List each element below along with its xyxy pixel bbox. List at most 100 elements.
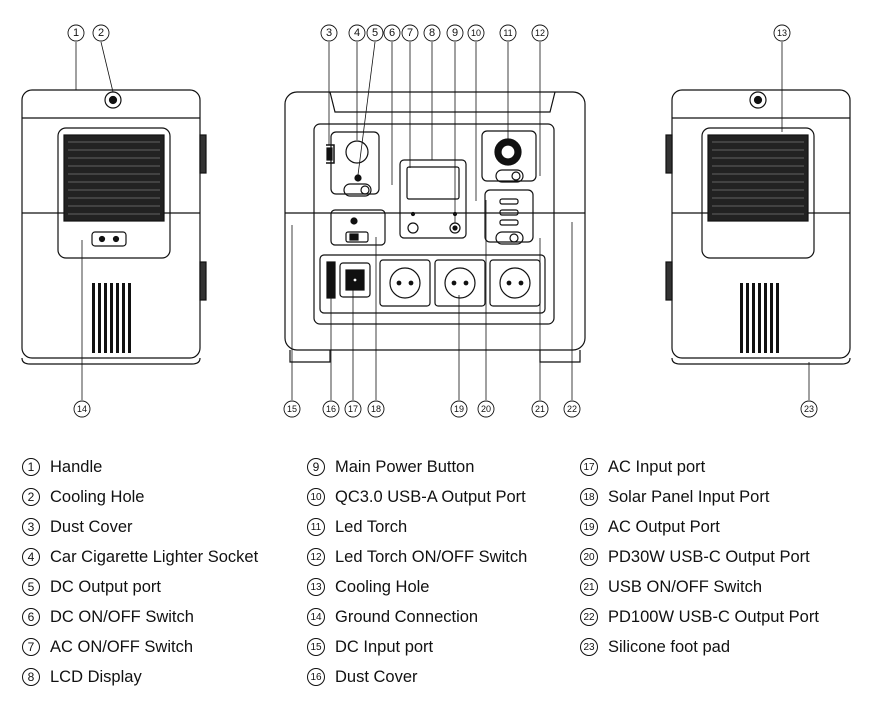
- legend-number: 12: [307, 548, 325, 566]
- legend-number: 15: [307, 638, 325, 656]
- led-torch: [481, 130, 537, 183]
- legend-label: Handle: [50, 457, 103, 476]
- legend-number: 6: [22, 608, 40, 626]
- legend-number: 16: [307, 668, 325, 686]
- legend-label: AC ON/OFF Switch: [50, 637, 194, 656]
- callout-15: 15: [287, 404, 297, 414]
- legend-item: 6 DC ON/OFF Switch: [22, 602, 258, 632]
- legend-item: 7 AC ON/OFF Switch: [22, 632, 258, 662]
- callout-18: 18: [371, 404, 381, 414]
- callout-6: 6: [389, 27, 395, 39]
- legend-item: 3 Dust Cover: [22, 512, 258, 542]
- legend-item: 13 Cooling Hole: [307, 572, 527, 602]
- legend-label: LCD Display: [50, 667, 142, 686]
- legend-number: 3: [22, 518, 40, 536]
- legend-item: 4 Car Cigarette Lighter Socket: [22, 542, 258, 572]
- callout-12: 12: [535, 28, 545, 38]
- legend-item: 10 QC3.0 USB-A Output Port: [307, 482, 527, 512]
- legend-label: Main Power Button: [335, 457, 475, 476]
- legend-number: 2: [22, 488, 40, 506]
- side-vent-slots: [92, 283, 131, 353]
- callout-17: 17: [348, 404, 358, 414]
- legend-label: AC Input port: [608, 457, 706, 476]
- legend-number: 20: [580, 548, 598, 566]
- dc-input-panel: [330, 209, 386, 246]
- legend-label: Ground Connection: [335, 607, 479, 626]
- callout-10: 10: [471, 28, 481, 38]
- legend-item: 8 LCD Display: [22, 662, 258, 692]
- callout-2: 2: [98, 27, 104, 39]
- legend-label: AC Output Port: [608, 517, 720, 536]
- callout-19: 19: [454, 404, 464, 414]
- legend-item: 2 Cooling Hole: [22, 482, 258, 512]
- legend-item: 5 DC Output port: [22, 572, 258, 602]
- legend-number: 21: [580, 578, 598, 596]
- right-side-view: [665, 89, 851, 365]
- legend-label: Led Torch: [335, 517, 408, 536]
- ac-socket-3: [489, 259, 541, 307]
- callout-16: 16: [326, 404, 336, 414]
- ac-socket-2: [434, 259, 486, 307]
- callout-9: 9: [452, 27, 458, 39]
- callout-11: 11: [503, 28, 512, 38]
- legend-number: 10: [307, 488, 325, 506]
- legend-item: 19 AC Output Port: [580, 512, 819, 542]
- callout-14: 14: [77, 404, 87, 414]
- cooling-hole-grille: [63, 134, 165, 222]
- legend-item: 21 USB ON/OFF Switch: [580, 572, 819, 602]
- legend-item: 15 DC Input port: [307, 632, 527, 662]
- legend-label: Car Cigarette Lighter Socket: [50, 547, 259, 566]
- legend-label: Led Torch ON/OFF Switch: [335, 547, 528, 566]
- callout-13: 13: [777, 28, 787, 38]
- legend-number: 4: [22, 548, 40, 566]
- legend-number: 7: [22, 638, 40, 656]
- legend-label: DC Output port: [50, 577, 161, 596]
- lcd-display: [399, 159, 467, 239]
- ac-output-strip: [319, 254, 546, 314]
- legend-label: DC Input port: [335, 637, 434, 656]
- legend-item: 14 Ground Connection: [307, 602, 527, 632]
- legend-label: Solar Panel Input Port: [608, 487, 770, 506]
- callout-20: 20: [481, 404, 491, 414]
- left-side-view: [21, 89, 207, 365]
- legend-label: Cooling Hole: [50, 487, 145, 506]
- callout-4: 4: [354, 27, 360, 39]
- legend-label: USB ON/OFF Switch: [608, 577, 763, 596]
- legend-number: 9: [307, 458, 325, 476]
- handle-knob: [104, 91, 122, 109]
- legend-label: Dust Cover: [50, 517, 133, 536]
- callout-21: 21: [535, 404, 545, 414]
- legend-number: 5: [22, 578, 40, 596]
- legend-number: 11: [307, 518, 325, 536]
- legend-label: Dust Cover: [335, 667, 418, 686]
- ground-connection: [91, 231, 127, 247]
- product-diagram: 1 2 3 4 5 6 7 8 9 10 11 12 13 14 15 16 1…: [21, 24, 851, 418]
- callout-5: 5: [372, 27, 378, 39]
- leader-lines: [75, 41, 810, 400]
- legend-number: 22: [580, 608, 598, 626]
- legend-number: 14: [307, 608, 325, 626]
- legend-number: 13: [307, 578, 325, 596]
- legend-number: 8: [22, 668, 40, 686]
- legend-item: 9 Main Power Button: [307, 452, 527, 482]
- legend-column-2: 9 Main Power Button 10 QC3.0 USB-A Output …: [307, 452, 527, 692]
- legend-label: QC3.0 USB-A Output Port: [335, 487, 526, 506]
- callout-1: 1: [73, 27, 79, 39]
- legend-label: PD100W USB-C Output Port: [608, 607, 819, 626]
- legend-number: 19: [580, 518, 598, 536]
- callout-22: 22: [567, 404, 577, 414]
- legend-item: 22 PD100W USB-C Output Port: [580, 602, 819, 632]
- legend-item: 12 Led Torch ON/OFF Switch: [307, 542, 527, 572]
- legend-number: 23: [580, 638, 598, 656]
- callout-7: 7: [407, 27, 413, 39]
- legend-label: DC ON/OFF Switch: [50, 607, 194, 626]
- usb-panel: [484, 189, 534, 245]
- legend-label: Cooling Hole: [335, 577, 430, 596]
